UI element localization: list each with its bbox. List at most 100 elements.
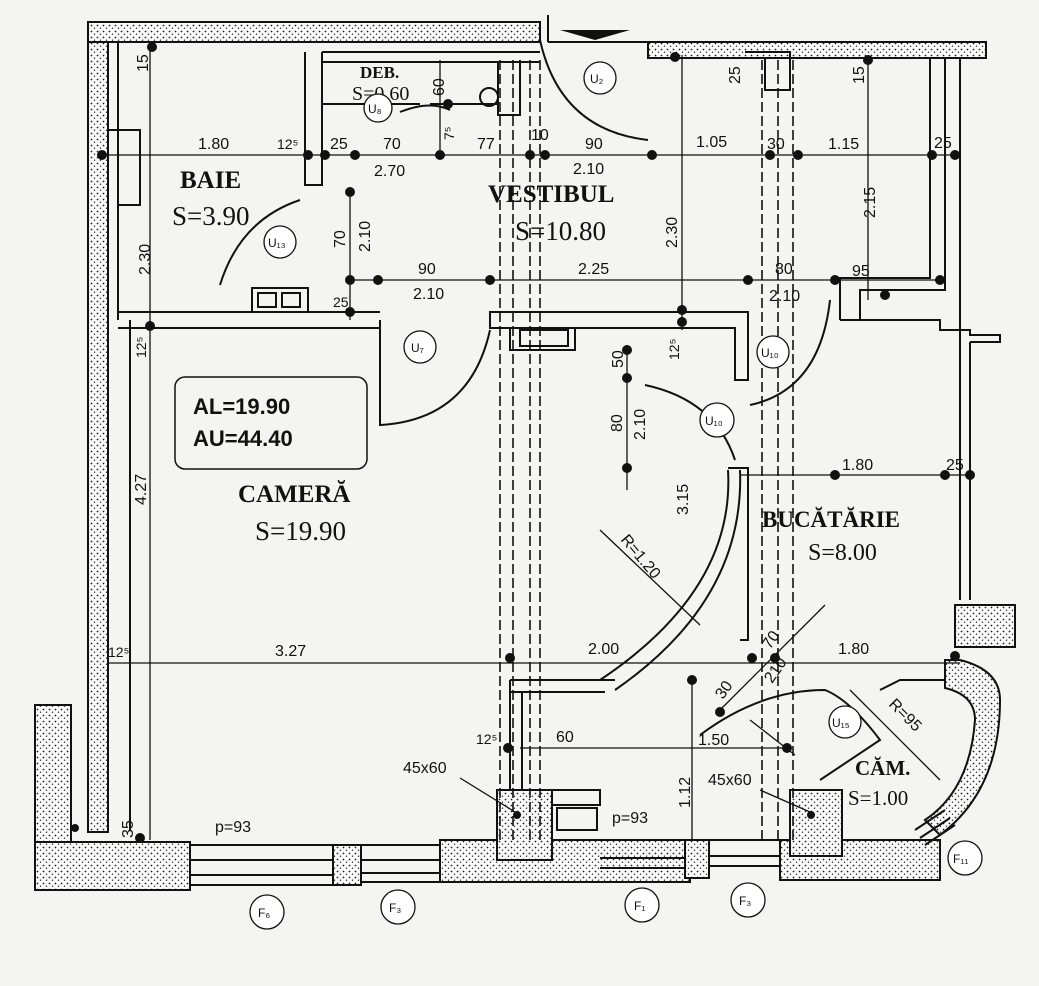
door-tag-u10-bottom: U₁₀ (705, 414, 723, 428)
room-camara-name: CĂM. (855, 756, 910, 780)
dim-label: 60 (556, 729, 574, 746)
wall-pillar-2 (789, 789, 843, 857)
dim-label: 25 (934, 135, 952, 152)
dim-label: 1.15 (828, 136, 859, 153)
door-tag-u10-top: U₁₀ (761, 346, 779, 360)
windows (190, 15, 956, 886)
dim-label: 50 (610, 350, 627, 368)
dim-label: 2.10 (769, 288, 800, 305)
dim-label: 60 (431, 78, 448, 96)
dim-label: 2.10 (413, 286, 444, 303)
door-tag-u2: U₂ (590, 72, 604, 86)
dim-label: 30 (712, 678, 736, 702)
dim-label: 3.15 (675, 484, 692, 515)
wall-pillar-1 (496, 789, 553, 861)
room-baie-area: S=3.90 (172, 201, 250, 231)
dim-label: 1.50 (698, 732, 729, 749)
window-tag-f11: F₁₁ (953, 852, 968, 866)
wall-west (87, 21, 109, 833)
door-tag-u8: U₈ (368, 102, 382, 116)
dim-label: 30 (767, 136, 785, 153)
dim-label: p=93 (215, 819, 251, 836)
wall-south-left (34, 841, 191, 891)
room-deb-name: DEB. (360, 63, 399, 82)
dim-label: 2.70 (374, 163, 405, 180)
dim-label: 4.27 (133, 474, 150, 505)
dim-label: 2.30 (664, 217, 681, 248)
dim-label: 80 (775, 261, 793, 278)
leader-lines (459, 777, 811, 813)
room-baie-name: BAIE (180, 167, 241, 194)
dim-label: 80 (609, 414, 626, 432)
dim-label: 12⁵ (277, 136, 298, 152)
wall-south-mid (439, 839, 691, 883)
dim-label: 25 (946, 457, 964, 474)
dim-label: 25 (727, 66, 744, 84)
wall-north-left (87, 21, 541, 43)
dim-label: 2.15 (862, 187, 879, 218)
wall-south-right (779, 839, 941, 881)
dim-label: 15 (135, 54, 152, 72)
wall-pier-2 (684, 839, 710, 879)
dim-label: 90 (585, 136, 603, 153)
dim-label: 12⁵ (133, 337, 149, 358)
dim-label: 70 (383, 136, 401, 153)
dim-label: 35 (120, 820, 137, 838)
dim-label: 1.80 (198, 136, 229, 153)
wall-east-stub (954, 604, 1016, 648)
wall-north-right (647, 41, 987, 59)
dim-label: 2.25 (578, 261, 609, 278)
room-camara-area: S=1.00 (848, 786, 908, 810)
dim-label: 2.30 (137, 244, 154, 275)
window-tag-f3-left: F₃ (389, 901, 401, 915)
room-camera-name: CAMERĂ (238, 480, 351, 508)
wall-pier-1 (332, 844, 362, 886)
dim-label: 70 (332, 230, 349, 248)
dimension-dots (71, 42, 975, 843)
dim-label: 7⁵ (441, 126, 457, 140)
dim-label: 45x60 (708, 772, 752, 789)
dim-label: 2.10 (357, 221, 374, 252)
wall-curved-storage (923, 659, 1002, 837)
summary-box (174, 376, 368, 470)
room-camera-area: S=19.90 (255, 516, 346, 546)
window-tag-f1: F₁ (634, 899, 645, 913)
dim-label: 25 (330, 136, 348, 153)
room-vestibul-area: S=10.80 (515, 216, 606, 246)
summary-au: AU=44.40 (193, 426, 293, 451)
dim-label: 15 (851, 66, 868, 84)
dim-label: 210 (761, 655, 790, 687)
door-tags: U₂ U₈ U₁₃ U₇ U₁₀ U₁₀ U₁₅ (263, 61, 862, 739)
dim-label: 2.10 (573, 161, 604, 178)
dim-label: 1.12 (677, 777, 694, 808)
room-bucatarie-name: BUCĂTĂRIE (762, 506, 900, 532)
dim-label: 12⁵ (108, 644, 129, 660)
dim-label: 1.80 (838, 641, 869, 658)
door-tag-u15: U₁₅ (832, 716, 850, 730)
dim-label: R=95 (885, 696, 924, 735)
dim-label: 70 (759, 628, 783, 652)
dim-label: 25 (333, 294, 349, 310)
room-bucatarie-area: S=8.00 (808, 540, 877, 566)
dim-label: 95 (852, 263, 870, 280)
room-vestibul-name: VESTIBUL (488, 181, 614, 208)
dim-label: 1.80 (842, 457, 873, 474)
door-tag-u7: U₇ (411, 341, 424, 355)
dim-label: 1.05 (696, 134, 727, 151)
summary-al: AL=19.90 (193, 394, 290, 419)
window-tag-f3-right: F₃ (739, 894, 751, 908)
dim-label: 77 (477, 136, 495, 153)
door-tag-u13: U₁₃ (268, 236, 286, 250)
interior-walls (107, 42, 1001, 831)
dim-label: 12⁵ (666, 339, 682, 360)
dim-label: 3.27 (275, 643, 306, 660)
dim-label: R=1.20 (617, 532, 664, 583)
dim-label: 10 (531, 127, 549, 144)
dim-label: 12⁵ (476, 731, 497, 747)
window-tags: F₆ F₃ F₁ F₃ F₁₁ (249, 840, 983, 930)
dim-label: 90 (418, 261, 436, 278)
dim-label: 2.10 (632, 409, 649, 440)
dim-label: 45x60 (403, 760, 447, 777)
outer-walls (34, 21, 1016, 891)
